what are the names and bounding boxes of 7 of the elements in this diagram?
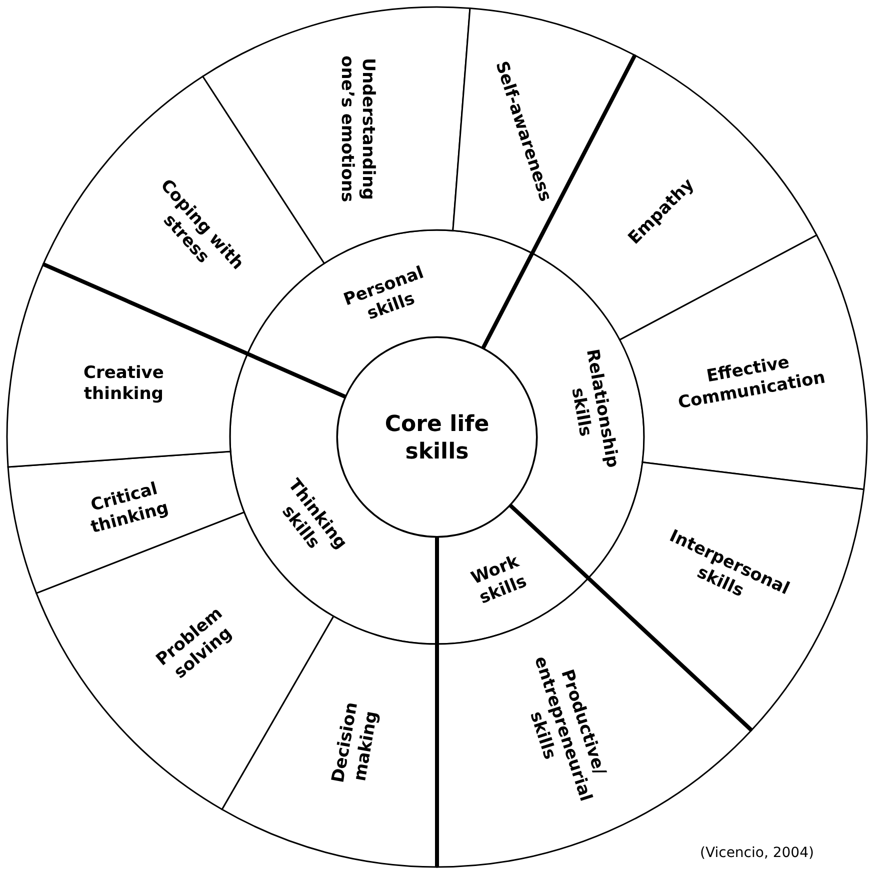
- segment-label: Critical thinking: [88, 478, 171, 538]
- segment-label: Work skills: [468, 552, 530, 608]
- source-caption: (Vicencio, 2004): [700, 845, 814, 861]
- segment-label: Creative thinking: [83, 362, 164, 404]
- segment-label: Understanding one’s emotions: [336, 56, 378, 202]
- center-title: Core life skills: [384, 412, 490, 464]
- segment-label: Decision making: [328, 700, 382, 784]
